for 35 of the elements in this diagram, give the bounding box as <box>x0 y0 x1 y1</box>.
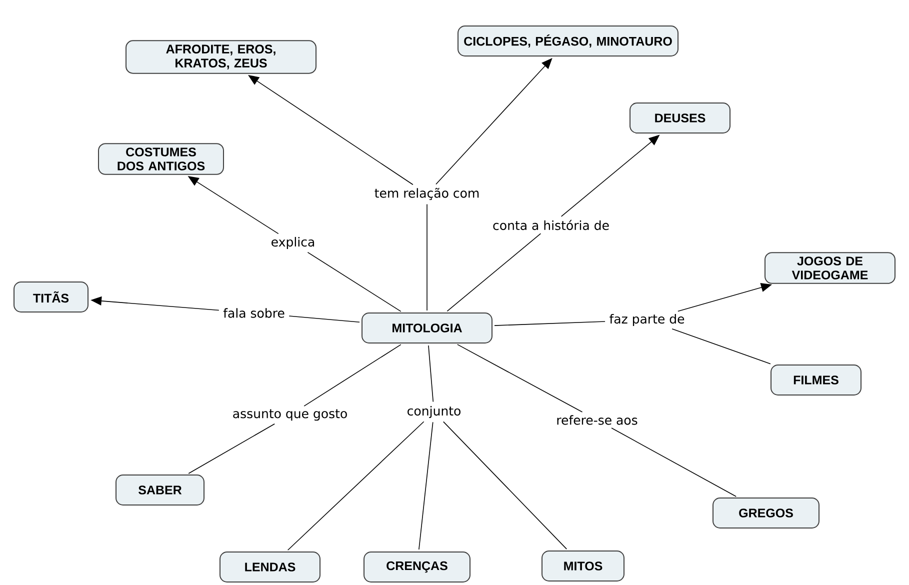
linking-phrase: conjunto <box>408 406 460 418</box>
linking-phrase: conta a história de <box>493 220 609 230</box>
concept-box: SABER <box>116 474 204 506</box>
connector-line <box>442 421 568 550</box>
connector-line <box>494 321 606 326</box>
linking-phrase: assunto que gosto <box>233 409 347 421</box>
connector-line <box>446 233 542 312</box>
linking-phrase: explica <box>272 236 314 250</box>
concept-box: JOGOS DE VIDEOGAME <box>764 252 896 284</box>
connector-line <box>288 316 360 323</box>
connector-line <box>304 344 402 406</box>
concept-box: AFRODITE, EROS, KRATOS, ZEUS <box>126 40 316 74</box>
connector-line <box>428 345 434 402</box>
connector-line <box>426 204 428 311</box>
connector-line <box>188 423 275 474</box>
linking-phrase: faz parte de <box>610 314 684 326</box>
concept-box: FILMES <box>770 364 862 396</box>
concept-box: CICLOPES, PÉGASO, MINOTAURO <box>458 26 678 56</box>
connector-line <box>611 428 737 497</box>
linking-phrase: fala sobre <box>223 308 284 318</box>
linking-phrase: tem relação com <box>374 188 479 200</box>
linking-phrase: refere-se aos <box>557 415 638 425</box>
connector-line <box>672 328 771 364</box>
concept-box: MITOS <box>542 550 624 582</box>
concept-box: TITÃS <box>14 282 88 312</box>
connector-line <box>418 422 434 550</box>
concept-box: LENDAS <box>220 552 320 582</box>
concept-box: DEUSES <box>630 102 730 134</box>
concept-box: CRENÇAS <box>364 552 470 582</box>
concept-box: GREGOS <box>712 498 820 528</box>
connector-line <box>457 344 583 412</box>
concept-box: COSTUMES DOS ANTIGOS <box>98 143 224 175</box>
concept-box: MITOLOGIA <box>362 312 492 344</box>
connector-line <box>287 421 424 551</box>
connector-line <box>307 252 402 312</box>
